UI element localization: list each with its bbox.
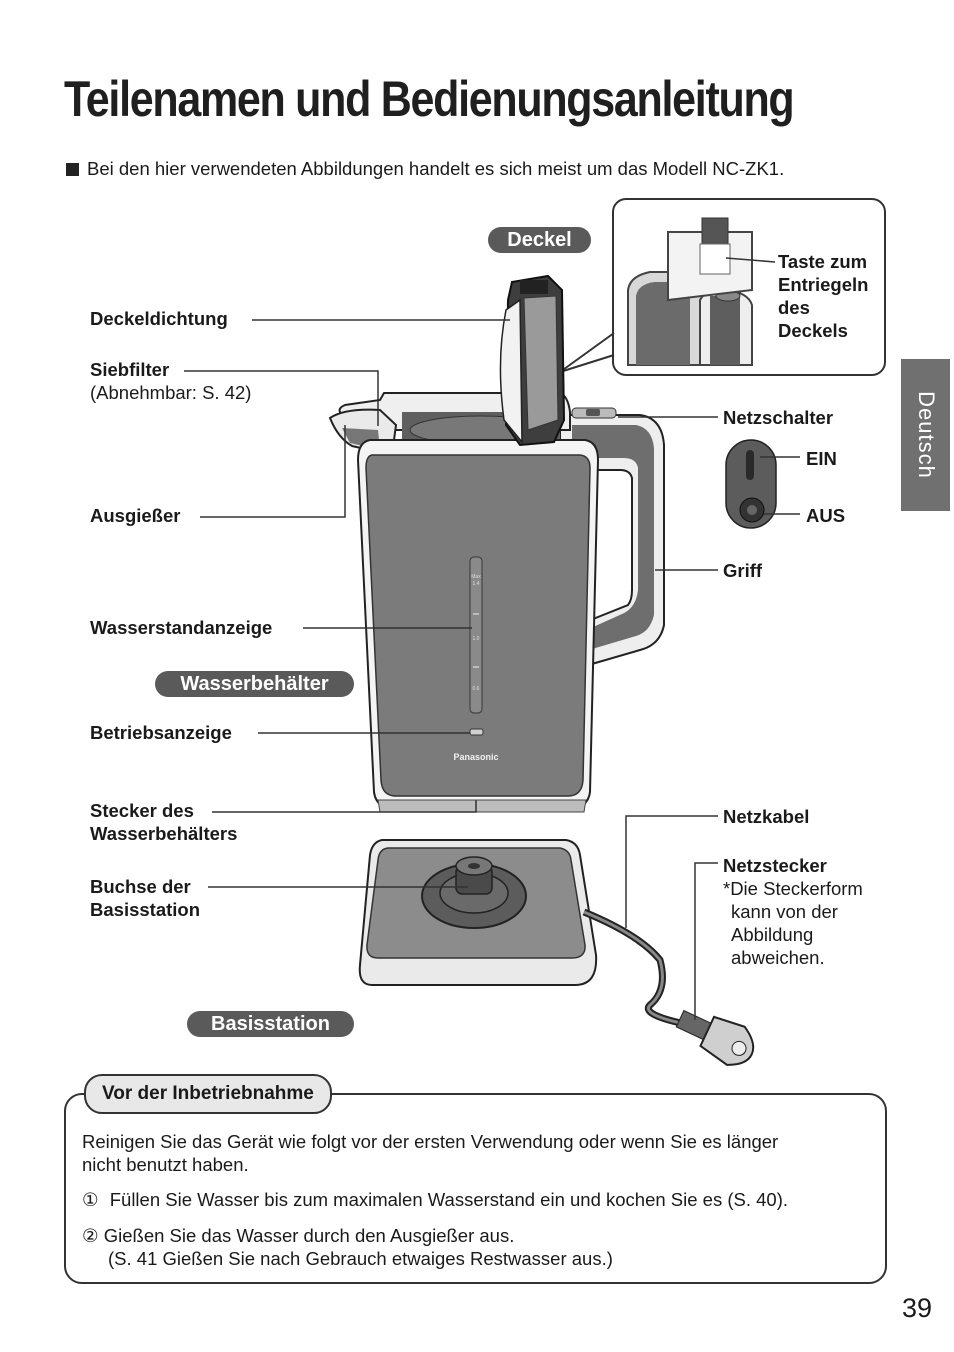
gauge-max-label: Max: [471, 574, 481, 580]
page-title: Teilenamen und Bedienungsanleitung: [64, 71, 795, 127]
label-buchse-line2: Basisstation: [90, 899, 201, 920]
gauge-mid-value: 1.0: [473, 636, 480, 642]
before-use-heading: Vor der Inbetriebnahme: [84, 1074, 332, 1114]
step-2-text-line2: (S. 41 Gießen Sie nach Gebrauch etwaiges…: [108, 1248, 613, 1269]
step-1-text: Füllen Sie Wasser bis zum maximalen Wass…: [109, 1189, 789, 1210]
label-netzkabel: Netzkabel: [723, 806, 810, 827]
label-netzstecker-note4: abweichen.: [731, 947, 825, 968]
intro-note: Bei den hier verwendeten Abbildungen han…: [66, 158, 784, 180]
intro-text: Bei den hier verwendeten Abbildungen han…: [87, 158, 785, 179]
label-stecker-line2: Wasserbehälters: [90, 823, 238, 844]
label-netzstecker-note3: Abbildung: [731, 924, 814, 945]
label-buchse-line1: Buchse der: [90, 876, 191, 897]
gauge-max-value: 1.4: [473, 581, 480, 587]
before-use-box: [64, 1093, 887, 1284]
leader-lines: [184, 319, 718, 1020]
gauge-low-value: 0.6: [473, 686, 480, 692]
step-1-marker: ①: [82, 1189, 99, 1210]
before-use-paragraph-line1: Reinigen Sie das Gerät wie folgt vor der…: [82, 1131, 779, 1152]
label-griff: Griff: [723, 560, 763, 581]
label-taste-line1: Taste zum: [778, 251, 868, 272]
label-stecker-line1: Stecker des: [90, 800, 194, 821]
before-use-paragraph-line2: nicht benutzt haben.: [82, 1154, 249, 1175]
label-netzschalter: Netzschalter: [723, 407, 834, 428]
label-netzstecker-note1: *Die Steckerform: [723, 878, 863, 899]
label-siebfilter-note: (Abnehmbar: S. 42): [90, 382, 252, 403]
section-label-wasserbehaelter: Wasserbehälter: [155, 671, 354, 697]
label-stecker-wasserbehaelter: Stecker des Wasserbehälters: [90, 799, 237, 845]
label-deckeldichtung: Deckeldichtung: [90, 308, 228, 329]
label-netzstecker-note2: kann von der: [731, 901, 838, 922]
kettle-illustration: Max 1.4 1.0 0.6 Panasonic: [184, 217, 800, 1066]
brand-logo: Panasonic: [453, 752, 498, 762]
label-netzstecker: Netzstecker *Die Steckerform kann von de…: [723, 854, 863, 969]
label-aus: AUS: [806, 505, 846, 526]
label-taste-line4: Deckels: [778, 320, 848, 341]
label-betriebsanzeige: Betriebsanzeige: [90, 722, 232, 743]
label-siebfilter-title: Siebfilter: [90, 359, 170, 380]
label-taste-line2: Entriegeln: [778, 274, 869, 295]
language-tab: Deutsch: [901, 359, 950, 511]
base-station-drawing: [358, 839, 598, 986]
label-taste-entriegeln: Taste zum Entriegeln des Deckels: [778, 250, 868, 342]
switch-detail-drawing: [725, 439, 800, 529]
before-use-paragraph: Reinigen Sie das Gerät wie folgt vor der…: [82, 1130, 872, 1176]
before-use-step-1: ① Füllen Sie Wasser bis zum maximalen Wa…: [82, 1188, 788, 1211]
inset-pointer-line: [559, 332, 615, 373]
page-number: 39: [901, 1293, 932, 1323]
label-siebfilter: Siebfilter (Abnehmbar: S. 42): [90, 358, 251, 404]
step-2-marker: ②: [82, 1225, 99, 1246]
power-cord-drawing: [582, 908, 755, 1066]
bullet-square-icon: [66, 163, 79, 176]
label-wasserstandanzeige: Wasserstandanzeige: [90, 617, 273, 638]
step-2-text-line1: Gießen Sie das Wasser durch den Ausgieße…: [103, 1225, 515, 1246]
section-label-basisstation: Basisstation: [187, 1011, 354, 1037]
label-netzstecker-title: Netzstecker: [723, 855, 827, 876]
inset-pointer-line: [559, 354, 615, 373]
inset-lid-drawing: [627, 217, 776, 366]
label-ein: EIN: [806, 448, 837, 469]
label-ausgiesser: Ausgießer: [90, 505, 181, 526]
kettle-drawing: Max 1.4 1.0 0.6 Panasonic: [328, 274, 665, 813]
label-taste-line3: des: [778, 297, 810, 318]
before-use-step-2: ② Gießen Sie das Wasser durch den Ausgie…: [82, 1224, 613, 1270]
section-label-deckel: Deckel: [488, 227, 591, 253]
label-buchse-basisstation: Buchse der Basisstation: [90, 875, 200, 921]
